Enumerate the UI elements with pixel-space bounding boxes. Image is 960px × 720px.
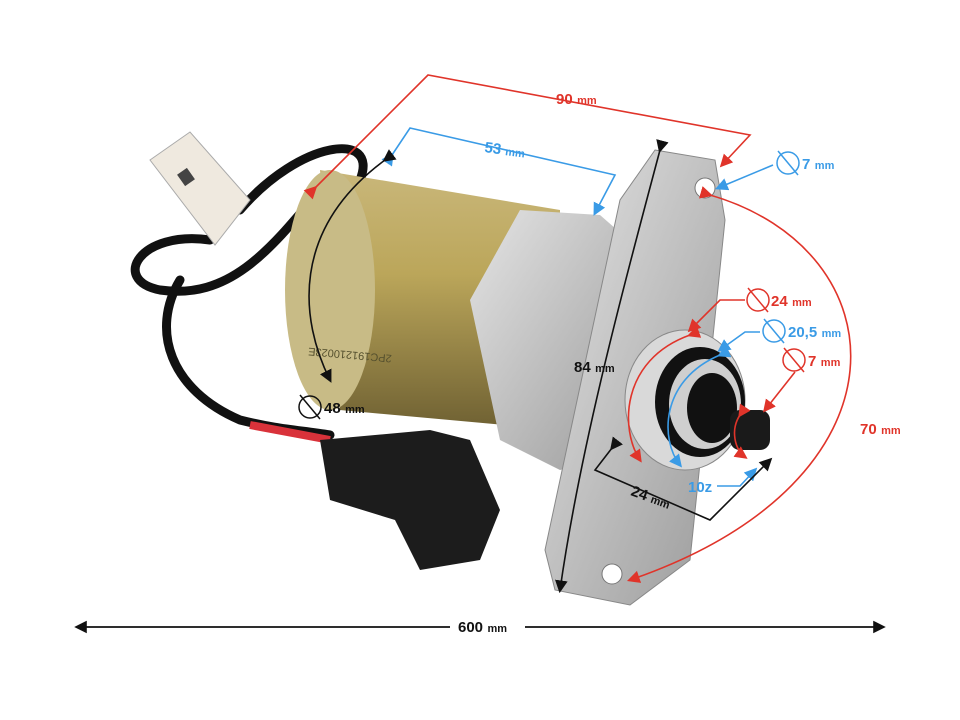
diameter-icons (298, 150, 806, 420)
housing-length-label: 53 mm (483, 139, 526, 162)
shaft-flange (624, 329, 770, 471)
shaft-diameter-label: 7 mm (808, 353, 841, 370)
body-diameter-label: 48 mm (324, 400, 365, 417)
flange-outer-diameter-label: 24 mm (771, 293, 812, 310)
rubber-boot (320, 430, 500, 570)
mount-hole-diameter-label: 7 mm (802, 156, 835, 173)
diameter-icon (762, 318, 786, 344)
diameter-icon (746, 287, 770, 313)
gear-teeth-label: 10z (688, 479, 712, 496)
mount-height-label: 84 mm (574, 359, 615, 376)
diameter-icon (782, 347, 806, 373)
cable-length-label: 600 mm (458, 619, 507, 636)
flange-inner-diameter-label: 20,5 mm (788, 324, 841, 341)
overall-length-label: 90 mm (556, 91, 597, 108)
connector-plug (149, 131, 251, 246)
hole-spacing-label: 70 mm (860, 421, 901, 438)
red-wire (249, 421, 331, 444)
dimension-lines (74, 74, 886, 634)
diameter-icon (776, 150, 800, 176)
diameter-icon (298, 394, 322, 420)
